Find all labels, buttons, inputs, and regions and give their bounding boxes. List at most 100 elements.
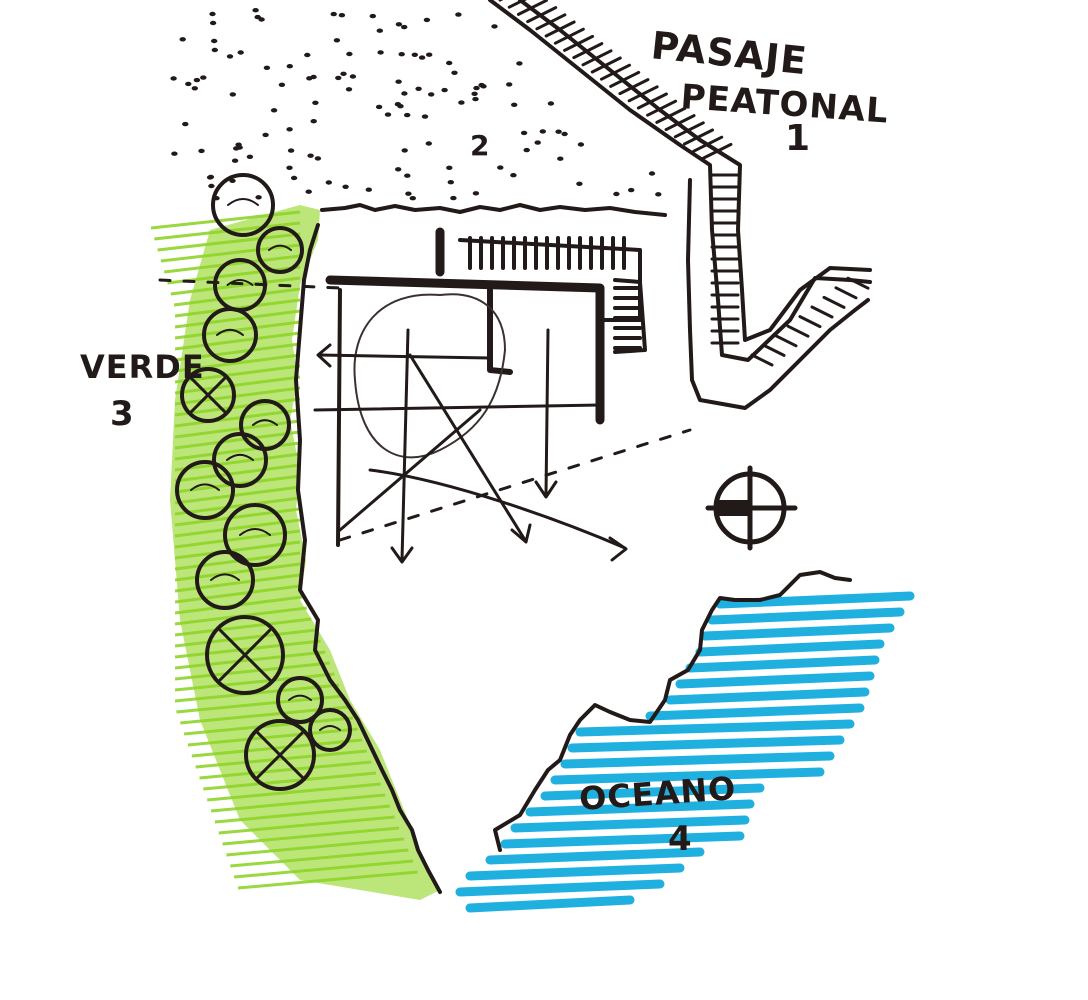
dot-mark (415, 86, 422, 92)
green-hatch-line (173, 287, 301, 307)
passage-hatch-line (664, 114, 696, 132)
green-hatch-line (195, 749, 367, 769)
dot-mark (451, 70, 458, 76)
dot-mark (286, 63, 293, 69)
green-hatch-line (222, 826, 400, 846)
green-hatch-line (191, 738, 363, 758)
tree-symbol-icon (212, 432, 268, 488)
dot-mark (286, 165, 293, 170)
green-hatch-line (234, 859, 414, 879)
tree-symbol-icon (211, 173, 275, 237)
tree-symbol-icon (223, 503, 287, 567)
blue-hatch-line (550, 767, 825, 785)
green-hatch-line (174, 573, 301, 593)
passage-hatch-line (572, 42, 604, 60)
tree-symbol-icon (244, 719, 316, 791)
passage-hatch-line (822, 295, 846, 309)
blue-hatch-line (665, 687, 870, 705)
green-hatch-line (150, 210, 301, 230)
dot-mark (446, 60, 453, 66)
passage-hatch-line (544, 20, 576, 38)
label-oceano-number: 4 (668, 819, 693, 859)
blue-hatch-line (465, 863, 685, 881)
passage-hatch-line (673, 121, 705, 139)
dot-mark (314, 156, 322, 161)
dot-mark (473, 85, 480, 91)
dot-mark (384, 112, 392, 117)
dot-mark (333, 38, 341, 43)
dot-mark (409, 196, 416, 201)
tree-symbol-icon (256, 226, 304, 274)
passage-hatch-line (846, 276, 870, 290)
passage-hatch-line (655, 106, 687, 124)
passage-hatch-line (599, 63, 631, 81)
blue-hatch-line (560, 751, 835, 769)
dot-mark (472, 191, 480, 196)
green-hatch-line (174, 309, 301, 329)
dot-mark (330, 11, 337, 17)
dot-mark (458, 100, 465, 105)
passage-hatch-line (646, 99, 678, 117)
dot-mark (516, 61, 523, 66)
dot-mark (576, 181, 583, 186)
blue-hatch-line (700, 623, 895, 641)
passage-hatch-line (636, 92, 668, 110)
green-hatch-line (174, 529, 301, 549)
passage-hatch-line (535, 13, 567, 31)
green-hatch-line (174, 320, 301, 340)
green-hatch-line (174, 375, 301, 395)
passage-hatch-line (516, 0, 548, 16)
tree-symbol-icon (195, 550, 255, 610)
green-hatch-line (174, 353, 301, 373)
green-hatch-line (174, 386, 301, 406)
dot-mark (252, 8, 259, 13)
green-hatch-line (174, 331, 301, 351)
blue-hatch-line (455, 879, 665, 897)
passage-hatch-line (798, 315, 822, 329)
dot-mark (191, 86, 198, 91)
dot-mark (305, 189, 312, 194)
blue-hatch-line (510, 815, 750, 833)
dot-mark (395, 79, 402, 84)
dot-mark (342, 184, 349, 189)
dot-mark (446, 165, 453, 170)
dot-mark (255, 195, 262, 200)
dot-mark (338, 13, 346, 18)
green-hatch-line (230, 848, 409, 868)
green-hatch-line (174, 419, 301, 439)
dot-mark (237, 50, 244, 55)
blue-hatch-line (465, 895, 635, 913)
dot-mark (404, 173, 411, 178)
blue-hatch-line (485, 847, 705, 865)
dot-mark (340, 71, 347, 77)
blue-hatch-line (575, 719, 855, 737)
dot-mark (511, 102, 518, 108)
dot-mark (312, 100, 319, 106)
dot-mark (497, 165, 504, 170)
dot-mark (404, 112, 411, 118)
green-hatch-line (226, 837, 404, 857)
dot-mark (263, 65, 271, 71)
dot-mark (395, 22, 403, 27)
green-hatch-line (160, 243, 301, 263)
tree-symbol-icon (276, 676, 324, 724)
ocean-zone (455, 591, 915, 913)
passage-hatch-line (526, 6, 558, 24)
circulation-arrows (313, 293, 628, 564)
dot-mark (555, 129, 562, 134)
green-hatch-line (174, 507, 301, 527)
dot-mark (421, 114, 429, 119)
dot-mark (262, 132, 269, 138)
north-arrow-icon (705, 465, 798, 551)
dot-mark (376, 28, 383, 33)
passage-hatch-line (834, 286, 858, 300)
label-verde: VERDE (80, 348, 205, 386)
dot-mark (577, 142, 585, 147)
dot-mark (365, 187, 372, 192)
dot-mark (290, 175, 298, 181)
dot-mark (561, 131, 568, 137)
passage-hatch-line (609, 70, 641, 88)
dot-mark (534, 140, 541, 145)
passage-hatch-line (590, 56, 622, 74)
dot-mark (405, 191, 412, 196)
